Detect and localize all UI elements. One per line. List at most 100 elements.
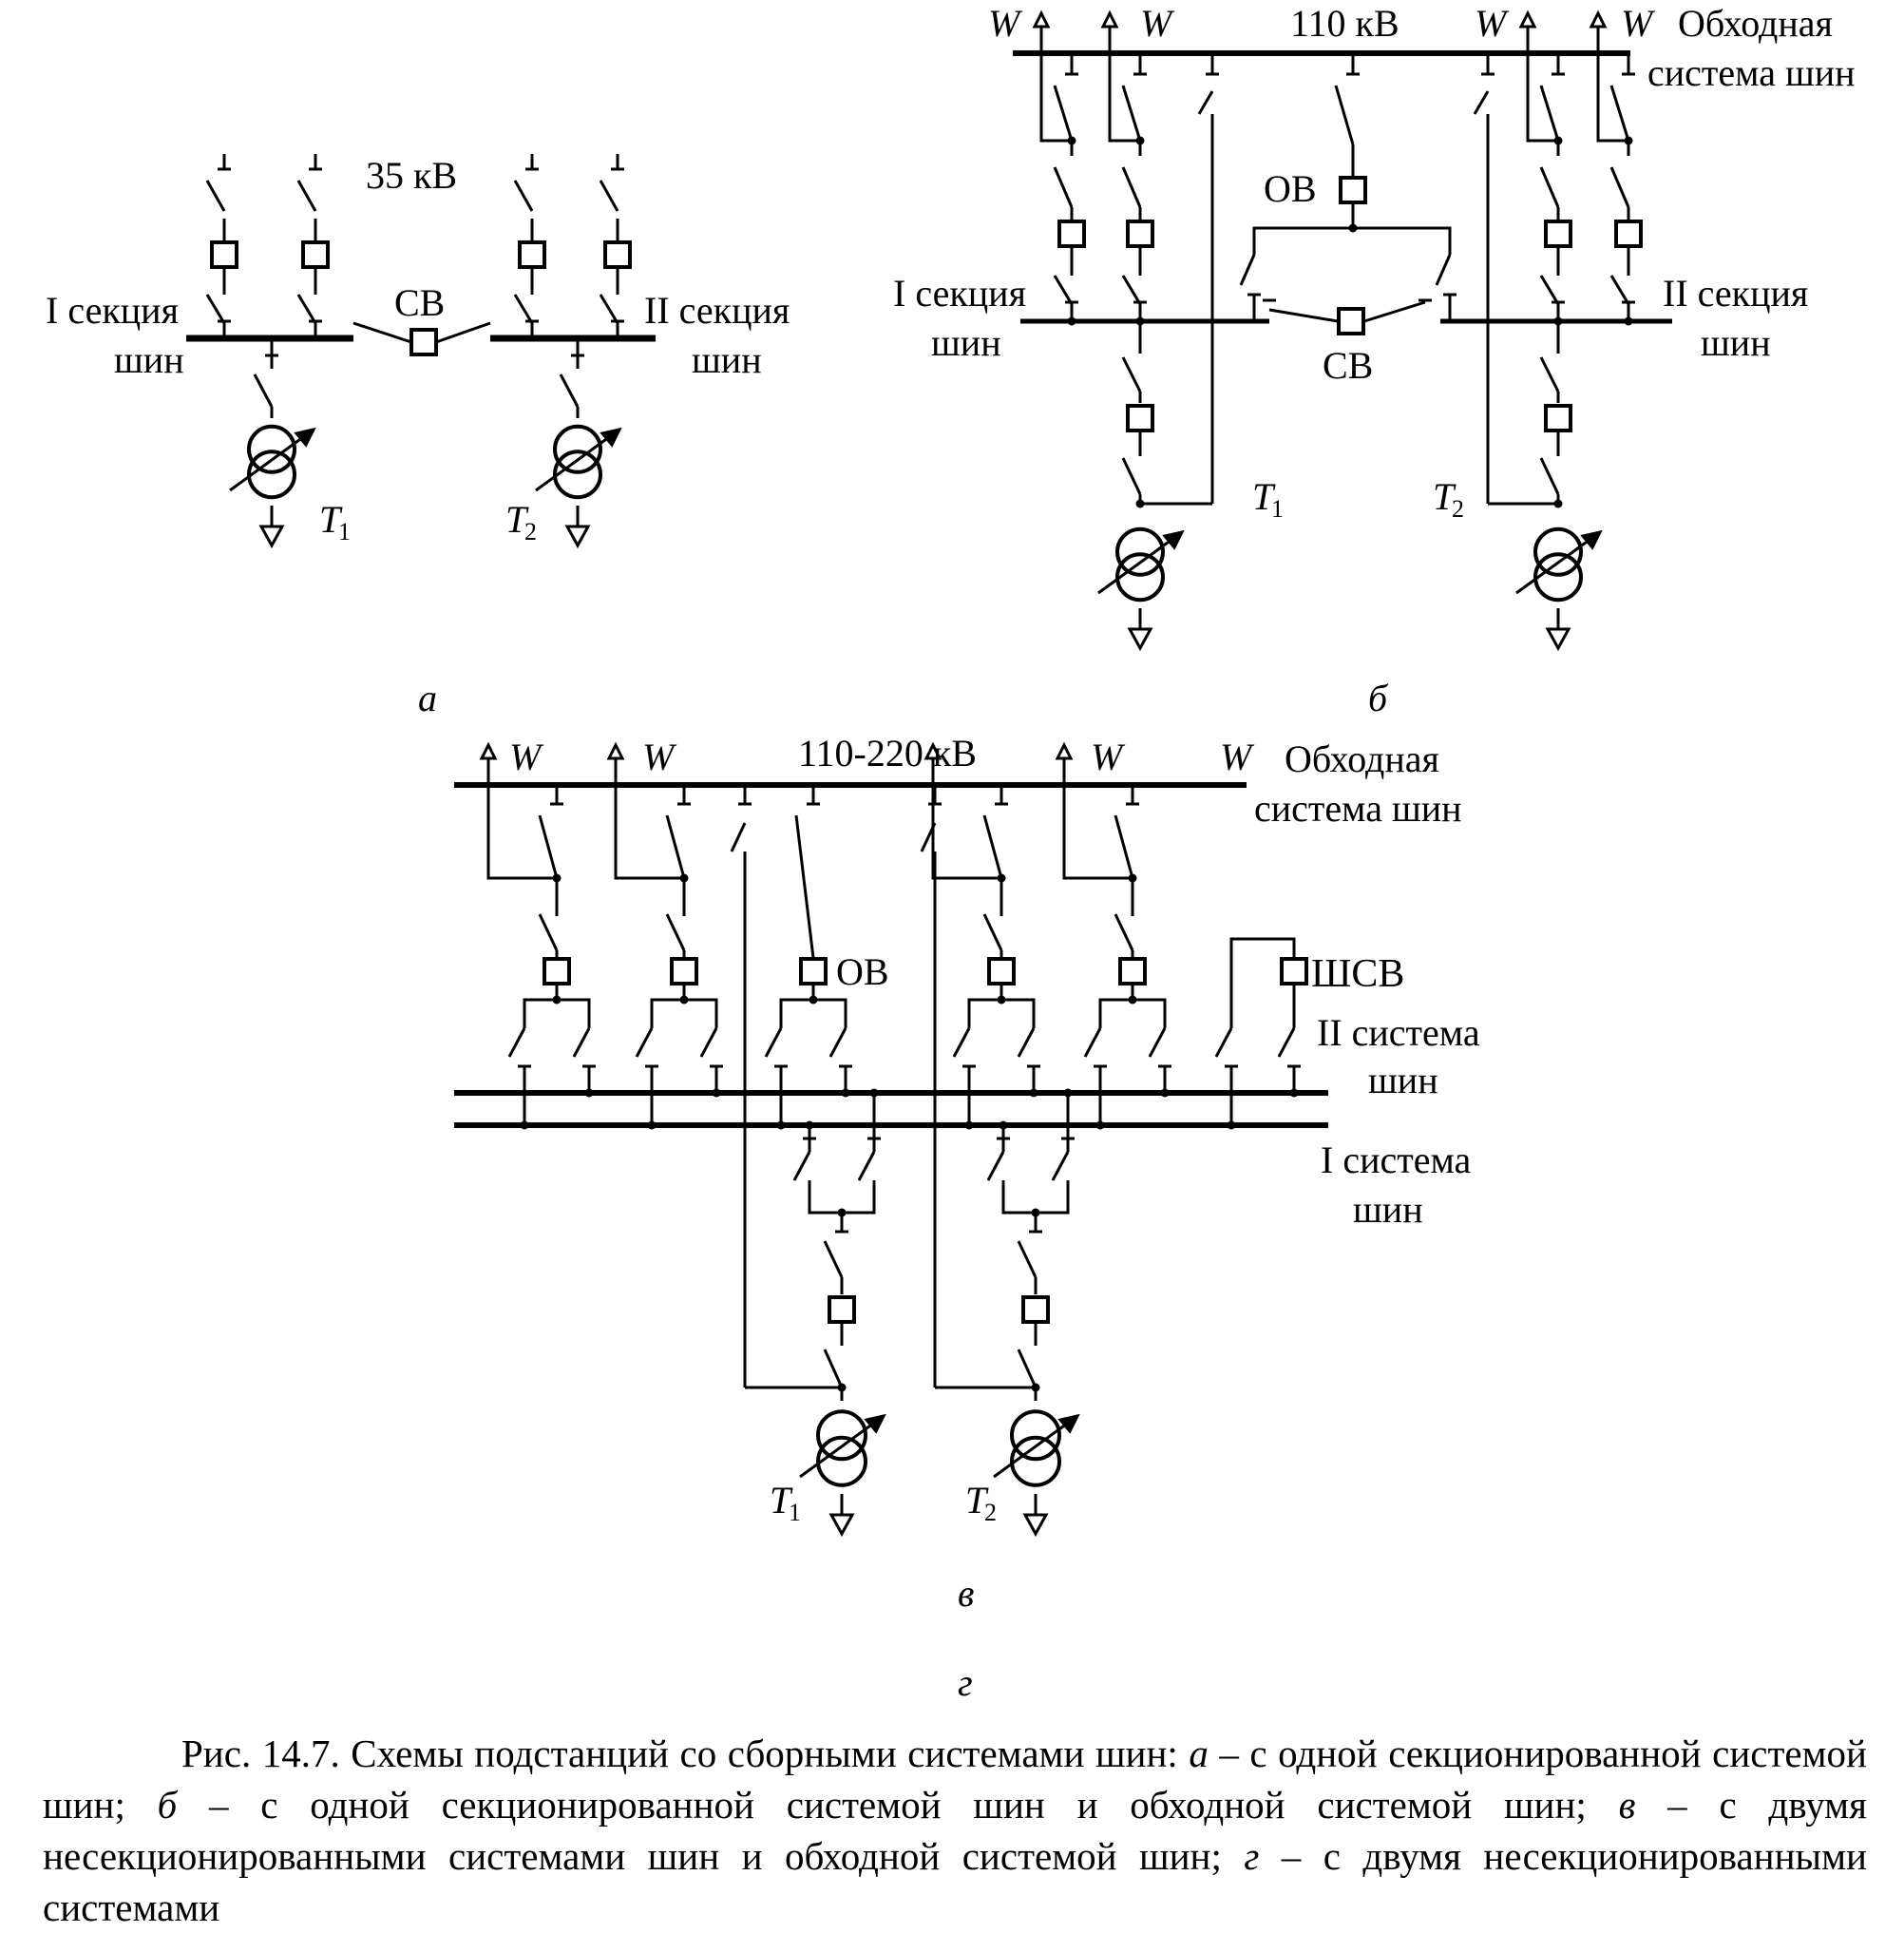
svg-text:2: 2 [984, 1499, 997, 1526]
svg-text:T: T [965, 1479, 989, 1521]
disconnector-blade [1539, 457, 1560, 495]
circuit-breaker [543, 957, 571, 986]
disconnector-blade [1539, 356, 1560, 392]
wire [1229, 937, 1296, 1028]
panel-label-b: б [1368, 677, 1389, 719]
power-transformer [535, 424, 622, 500]
sectional-breaker-label: СВ [1323, 344, 1373, 387]
power-transformer [1515, 526, 1603, 603]
arrow-head [864, 1413, 886, 1434]
junction-dot [584, 1088, 594, 1098]
transformer-winding [247, 450, 296, 500]
disconnector-blade [665, 814, 686, 879]
wire [779, 998, 847, 1028]
circuit-breaker [1614, 220, 1643, 248]
disconnector-blade [1148, 1027, 1167, 1058]
line-arrow-icon [606, 741, 625, 760]
figure-caption: Рис. 14.7. Схемы подстанций со сборными … [43, 1732, 1867, 1929]
ground-arrow [258, 525, 285, 549]
regulation-arrow [535, 428, 620, 492]
transformer-winding [553, 450, 602, 500]
disconnector-blade [435, 321, 491, 344]
regulation-arrow [1097, 530, 1183, 595]
disconnector-blade [1053, 85, 1074, 142]
junction-dot [964, 1120, 974, 1130]
transformer-label-t1: T 1 [319, 498, 351, 545]
circuit-breaker [518, 240, 546, 269]
line-connection [614, 758, 684, 880]
transformer-winding [1533, 526, 1583, 577]
bypass-bus-label: Обходная [1285, 737, 1439, 780]
bypass-bus-label-2: система шин [1647, 51, 1856, 94]
bus-section-1-label: I секция [893, 272, 1026, 315]
power-transformer [1097, 526, 1185, 603]
circuit-breaker [987, 957, 1016, 986]
disconnector-blade [538, 913, 559, 951]
circuit-breaker [1339, 176, 1367, 204]
disconnector-blade [1017, 1349, 1038, 1388]
arrow-head [1057, 1413, 1080, 1434]
line-label-w: W [1140, 2, 1175, 45]
line-label-w: W [1475, 2, 1510, 45]
disconnector-blade [1053, 166, 1074, 208]
disconnector-blade [296, 294, 317, 324]
line-connection [1108, 27, 1140, 143]
disconnector-blade [982, 913, 1003, 951]
circuit-breaker [1126, 220, 1154, 248]
line-arrow-icon [1589, 10, 1608, 29]
line-connection [1526, 27, 1558, 143]
disconnector-blade [1121, 85, 1142, 142]
disconnector-blade [1083, 1027, 1102, 1058]
wire [1001, 1180, 1070, 1215]
junction-dot [647, 1120, 657, 1130]
sectional-breaker-label: СВ [394, 281, 445, 324]
wire [1252, 226, 1452, 255]
voltage-label-110kv: 110 кВ [1290, 2, 1399, 45]
junction-dot [869, 1088, 879, 1098]
bus-section-1-label: I секция [46, 289, 179, 332]
disconnector-blade [1053, 275, 1074, 305]
bypass-bus-label-2: система шин [1254, 787, 1462, 830]
svg-text:2: 2 [1452, 495, 1464, 523]
junction-dot [1063, 1088, 1073, 1098]
disconnector-blade [1609, 85, 1630, 142]
junction-dot [1160, 1088, 1170, 1098]
disconnector-blade [1277, 1027, 1296, 1058]
svg-text:T: T [319, 498, 343, 541]
svg-text:1: 1 [338, 518, 351, 545]
disconnector-blade [1609, 166, 1630, 208]
line-label-w: W [642, 736, 677, 778]
disconnector-blade [205, 180, 226, 212]
junction-dot [712, 1088, 721, 1098]
disconnector-blade [823, 1240, 844, 1278]
line-arrow-icon [1055, 741, 1074, 760]
bypass-breaker-label: ОВ [1264, 167, 1317, 210]
junction-dot [841, 1088, 850, 1098]
disconnector-blade [1051, 1151, 1070, 1181]
circuit-breaker [1057, 220, 1086, 248]
circuit-breaker [1021, 1295, 1050, 1324]
wire [1098, 998, 1167, 1028]
circuit-breaker [1126, 404, 1154, 432]
regulation-arrow [1515, 530, 1601, 595]
circuit-breaker [409, 328, 438, 356]
disconnector-blade [1539, 85, 1560, 142]
circuit-breaker [301, 240, 330, 269]
voltage-label-110-220kv: 110-220 кВ [798, 732, 977, 775]
circuit-breaker [1337, 307, 1365, 335]
circuit-breaker [670, 957, 698, 986]
bus-section-1-label-2: шин [931, 321, 1001, 364]
disconnector-blade [1114, 913, 1134, 951]
junction-dot [520, 1120, 529, 1130]
line-connection [1062, 758, 1133, 880]
disconnector-blade [1121, 166, 1142, 208]
line-label-w: W [1091, 736, 1126, 778]
disconnector-blade [559, 373, 580, 408]
junction-dot [1135, 499, 1145, 508]
junction-dot [1553, 499, 1563, 508]
svg-text:2: 2 [524, 518, 537, 545]
transformer-label-t1: T 1 [1252, 475, 1284, 523]
disconnector-blade [1121, 457, 1142, 495]
ground-arrow [1545, 627, 1571, 652]
